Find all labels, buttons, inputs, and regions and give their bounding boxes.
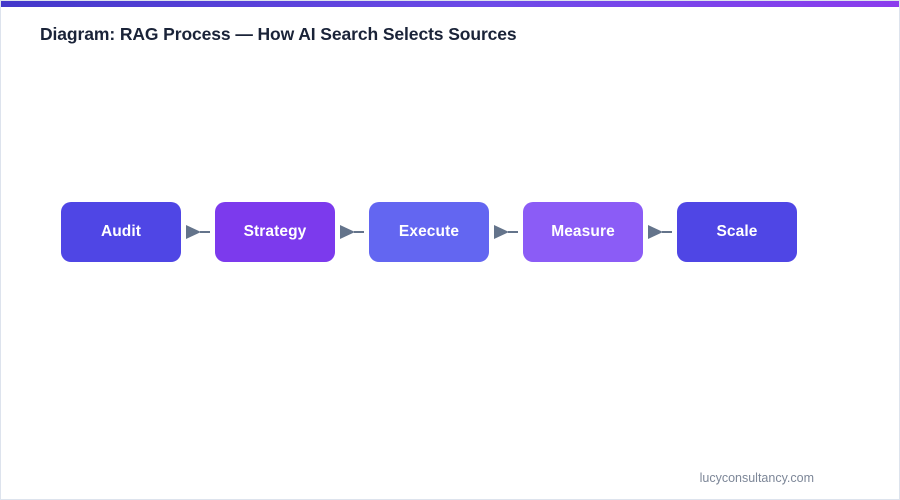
page-title: Diagram: RAG Process — How AI Search Sel… bbox=[40, 24, 517, 44]
arrow-right-triangle-icon bbox=[643, 202, 677, 262]
footer-credit: lucyconsultancy.com bbox=[699, 471, 814, 485]
flow-node-label: Strategy bbox=[243, 223, 307, 240]
flow-node-measure[interactable]: Measure bbox=[523, 202, 643, 262]
flow-node-scale[interactable]: Scale bbox=[677, 202, 797, 262]
arrow-right-triangle-icon bbox=[181, 202, 215, 262]
arrow-right-triangle-icon bbox=[489, 202, 523, 262]
arrow-right-triangle-icon bbox=[335, 202, 369, 262]
process-flow-diagram: Audit Strategy Execute Measure Scale bbox=[61, 202, 797, 262]
flow-node-audit[interactable]: Audit bbox=[61, 202, 181, 262]
top-accent-bar bbox=[1, 1, 899, 7]
flow-node-label: Scale bbox=[716, 223, 758, 240]
flow-node-label: Execute bbox=[398, 223, 460, 240]
flow-node-label: Audit bbox=[100, 223, 142, 240]
flow-node-label: Measure bbox=[551, 223, 615, 240]
flow-node-strategy[interactable]: Strategy bbox=[215, 202, 335, 262]
flow-node-execute[interactable]: Execute bbox=[369, 202, 489, 262]
